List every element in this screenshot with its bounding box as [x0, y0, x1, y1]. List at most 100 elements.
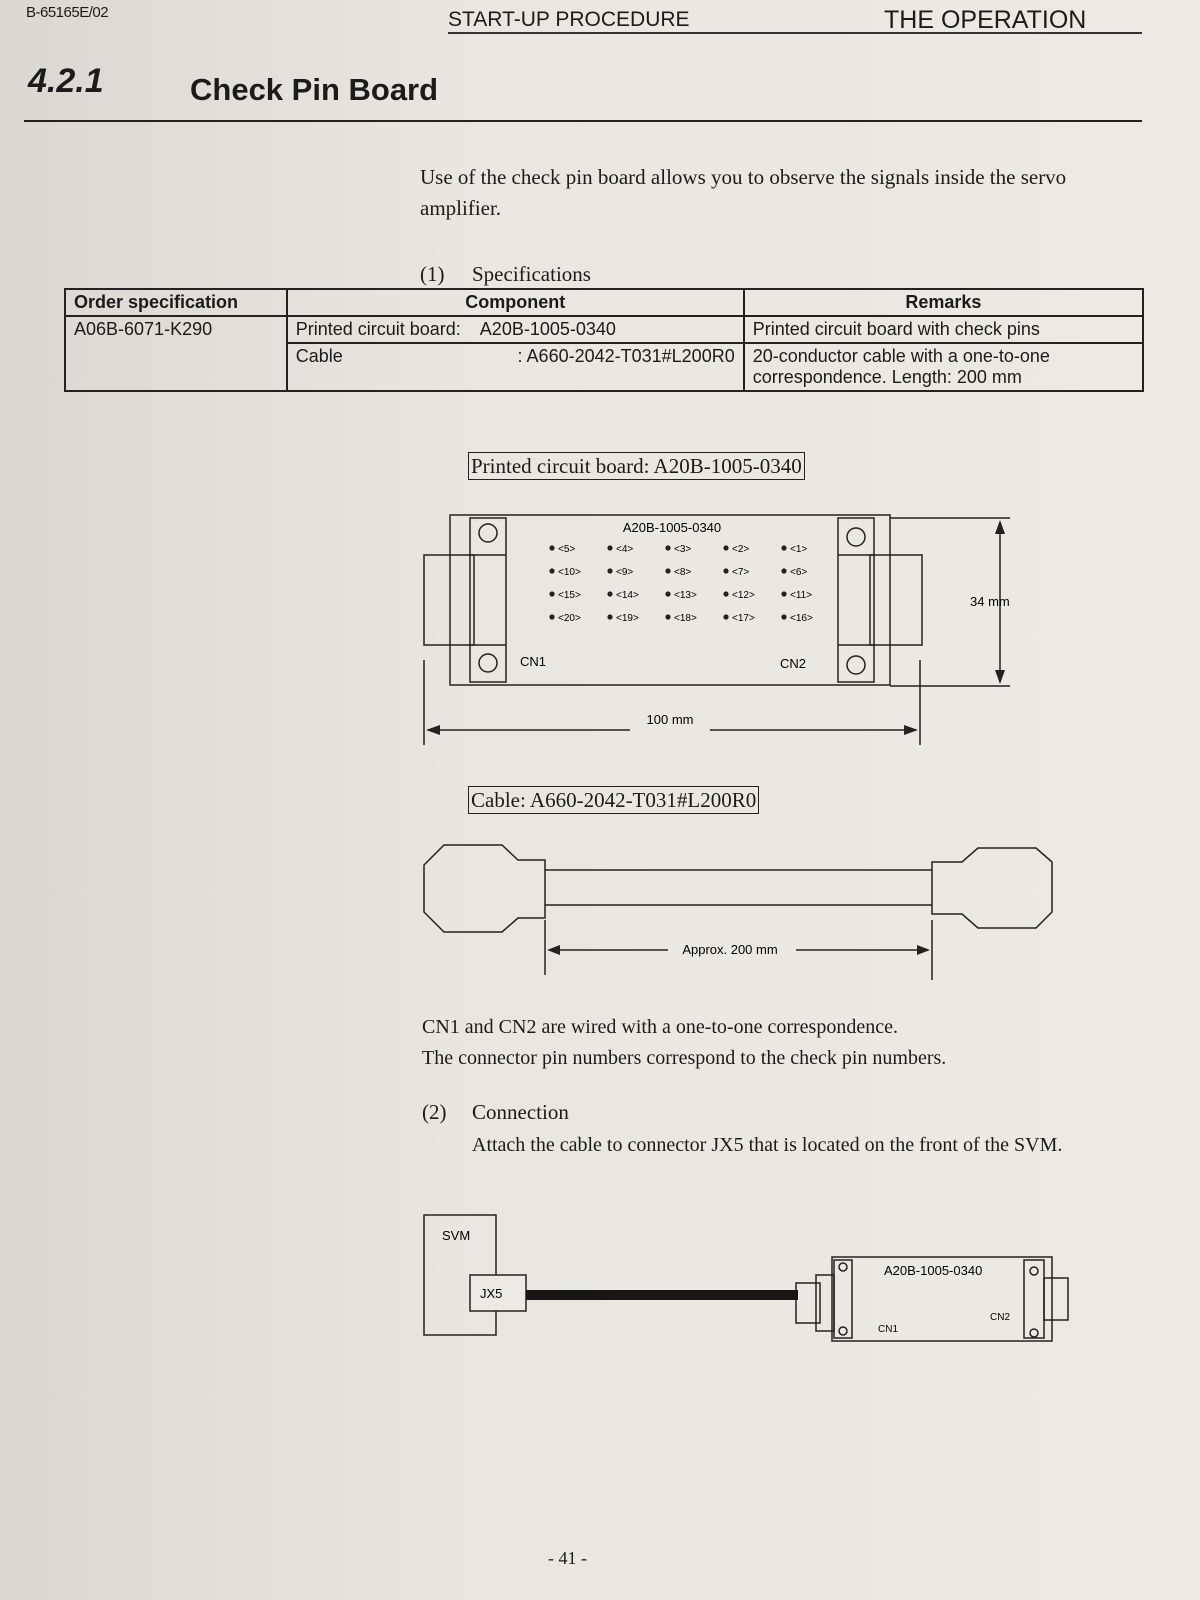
pcb-board-outline: [449, 514, 891, 686]
check-pin: [781, 591, 787, 597]
check-pin-label: <5>: [558, 544, 575, 555]
component-cell: Cable : A660-2042-T031#L200R0: [285, 342, 745, 392]
check-pin: [723, 568, 729, 574]
check-pin-label: <4>: [616, 544, 633, 555]
check-pin: [723, 591, 729, 597]
spec-title: Specifications: [472, 262, 591, 286]
document-code: B-65165E/02: [26, 4, 109, 21]
component-cell: Printed circuit board: A20B-1005-0340: [285, 315, 745, 344]
pcb-board-label: A20B-1005-0340: [623, 520, 721, 535]
connection-number: (2): [422, 1100, 447, 1124]
check-pin: [607, 614, 613, 620]
check-pin: [607, 545, 613, 551]
connection-cable: [526, 1290, 798, 1300]
page-number: - 41 -: [548, 1548, 587, 1568]
connection-cn2-label: CN2: [990, 1312, 1010, 1323]
connection-board-label: A20B-1005-0340: [884, 1263, 982, 1278]
pcb-cn2-label: CN2: [780, 656, 806, 671]
check-pin: [723, 545, 729, 551]
component-value: A20B-1005-0340: [479, 319, 616, 339]
pcb-caption: Printed circuit board: A20B-1005-0340: [468, 452, 805, 480]
pcb-cn1-label: CN1: [520, 654, 546, 669]
connection-cn1-label: CN1: [878, 1324, 898, 1335]
check-pin: [549, 591, 555, 597]
cn1-screw-top: [478, 523, 498, 543]
col-remarks: Remarks: [742, 288, 1145, 317]
check-pin-label: <18>: [674, 613, 697, 624]
check-pin-label: <3>: [674, 544, 691, 555]
cn2-connector-body: [869, 554, 923, 646]
header-rule: [448, 32, 1142, 34]
connection-drawing: [423, 1214, 1069, 1342]
check-pin-label: <13>: [674, 590, 697, 601]
cable-drawing: [423, 844, 1053, 980]
check-pin-label: <15>: [558, 590, 581, 601]
check-pin: [723, 614, 729, 620]
check-pin: [665, 614, 671, 620]
check-pin: [781, 614, 787, 620]
component-label: Printed circuit board:: [295, 319, 461, 339]
spec-table: Order specification Component Remarks A0…: [64, 288, 1145, 392]
check-pin: [549, 614, 555, 620]
cable-caption: Cable: A660-2042-T031#L200R0: [468, 786, 760, 814]
col-order-spec: Order specification: [64, 288, 288, 317]
table-row: A06B-6071-K290 Printed circuit board: A2…: [64, 315, 1145, 392]
check-pin-label: <10>: [558, 567, 581, 578]
component-label: Cable: [295, 346, 343, 366]
jx5-label: JX5: [480, 1286, 502, 1301]
intro-paragraph: Use of the check pin board allows you to…: [420, 165, 1067, 220]
spec-number: (1): [420, 262, 445, 286]
check-pin: [607, 568, 613, 574]
check-pin-label: <12>: [732, 590, 755, 601]
cn1-connector-body: [423, 554, 475, 646]
cn2-bracket: [837, 517, 875, 683]
check-pin: [781, 545, 787, 551]
wiring-note: CN1 and CN2 are wired with a one-to-one …: [422, 1012, 1142, 1074]
check-pin: [665, 568, 671, 574]
check-pin: [549, 568, 555, 574]
check-pin: [665, 545, 671, 551]
check-pin-grid: <5> <4> <3> <2> <1> <10> <9> <8> <7> <6> <15> <14> <…: [549, 544, 813, 624]
cable-length-dimension: Approx. 200 mm: [682, 942, 777, 957]
check-pin-label: <9>: [616, 567, 633, 578]
check-pin-label: <6>: [790, 567, 807, 578]
order-spec-cell: A06B-6071-K290: [64, 315, 288, 392]
section-number: 4.2.1: [28, 62, 104, 100]
check-pin-label: <17>: [732, 613, 755, 624]
remarks-cell: 20-conductor cable with a one-to-one cor…: [742, 342, 1145, 392]
check-pin-label: <7>: [732, 567, 749, 578]
cn2-screw-bottom: [846, 655, 866, 675]
header-part: THE OPERATION: [884, 6, 1087, 34]
connection-pcb: [831, 1256, 1053, 1342]
check-pin: [607, 591, 613, 597]
check-pin-label: <20>: [558, 613, 581, 624]
check-pin: [549, 545, 555, 551]
pcb-height-dimension: 34 mm: [970, 594, 1010, 609]
check-pin-label: <11>: [790, 590, 812, 601]
header-chapter: START-UP PROCEDURE: [448, 8, 690, 31]
check-pin-label: <19>: [616, 613, 639, 624]
cn1-bracket: [469, 517, 507, 683]
check-pin: [781, 568, 787, 574]
connection-title: Connection: [472, 1100, 569, 1124]
section-title: Check Pin Board: [190, 72, 439, 107]
col-component: Component: [285, 288, 745, 317]
check-pin-label: <16>: [790, 613, 813, 624]
remarks-cell: Printed circuit board with check pins: [742, 315, 1145, 344]
wiring-note-line-2: The connector pin numbers correspond to …: [422, 1047, 947, 1069]
check-pin-label: <1>: [790, 544, 807, 555]
check-pin-label: <14>: [616, 590, 639, 601]
cn2-screw-top: [846, 527, 866, 547]
check-pin-label: <2>: [732, 544, 749, 555]
check-pin-label: <8>: [674, 567, 691, 578]
connection-text: Attach the cable to connector JX5 that i…: [472, 1134, 1063, 1156]
svm-label: SVM: [442, 1228, 470, 1243]
component-value: : A660-2042-T031#L200R0: [517, 346, 735, 366]
wiring-note-line-1: CN1 and CN2 are wired with a one-to-one …: [422, 1016, 898, 1038]
section-rule: [24, 120, 1142, 122]
table-row: Cable : A660-2042-T031#L200R0 20-conduct…: [65, 342, 1145, 392]
check-pin: [665, 591, 671, 597]
pcb-width-dimension: 100 mm: [647, 712, 694, 727]
